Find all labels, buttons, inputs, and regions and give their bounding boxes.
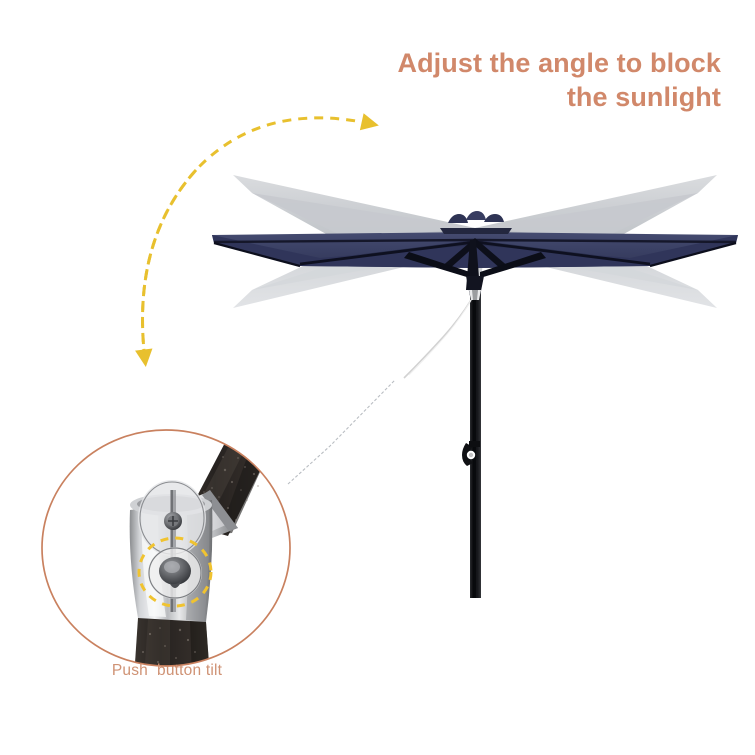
detail-circle-contents xyxy=(42,430,290,666)
detail-caption: Push button tilt xyxy=(111,662,223,679)
tilt-direction-arc xyxy=(135,113,379,367)
page-title: Adjust the angle to block the sunlight xyxy=(397,48,721,113)
detail-magnifier-circle xyxy=(41,429,291,667)
tilt-pull-cord xyxy=(403,299,472,379)
push-button-highlight-ring xyxy=(137,536,213,608)
push-button xyxy=(148,547,202,599)
detail-leader-line xyxy=(287,379,396,485)
umbrella-pole xyxy=(468,262,483,598)
detail-circle-outline xyxy=(41,429,291,667)
hinge-screw xyxy=(164,512,182,530)
canopy-level-navy xyxy=(212,211,738,300)
crank-handle xyxy=(462,441,480,466)
